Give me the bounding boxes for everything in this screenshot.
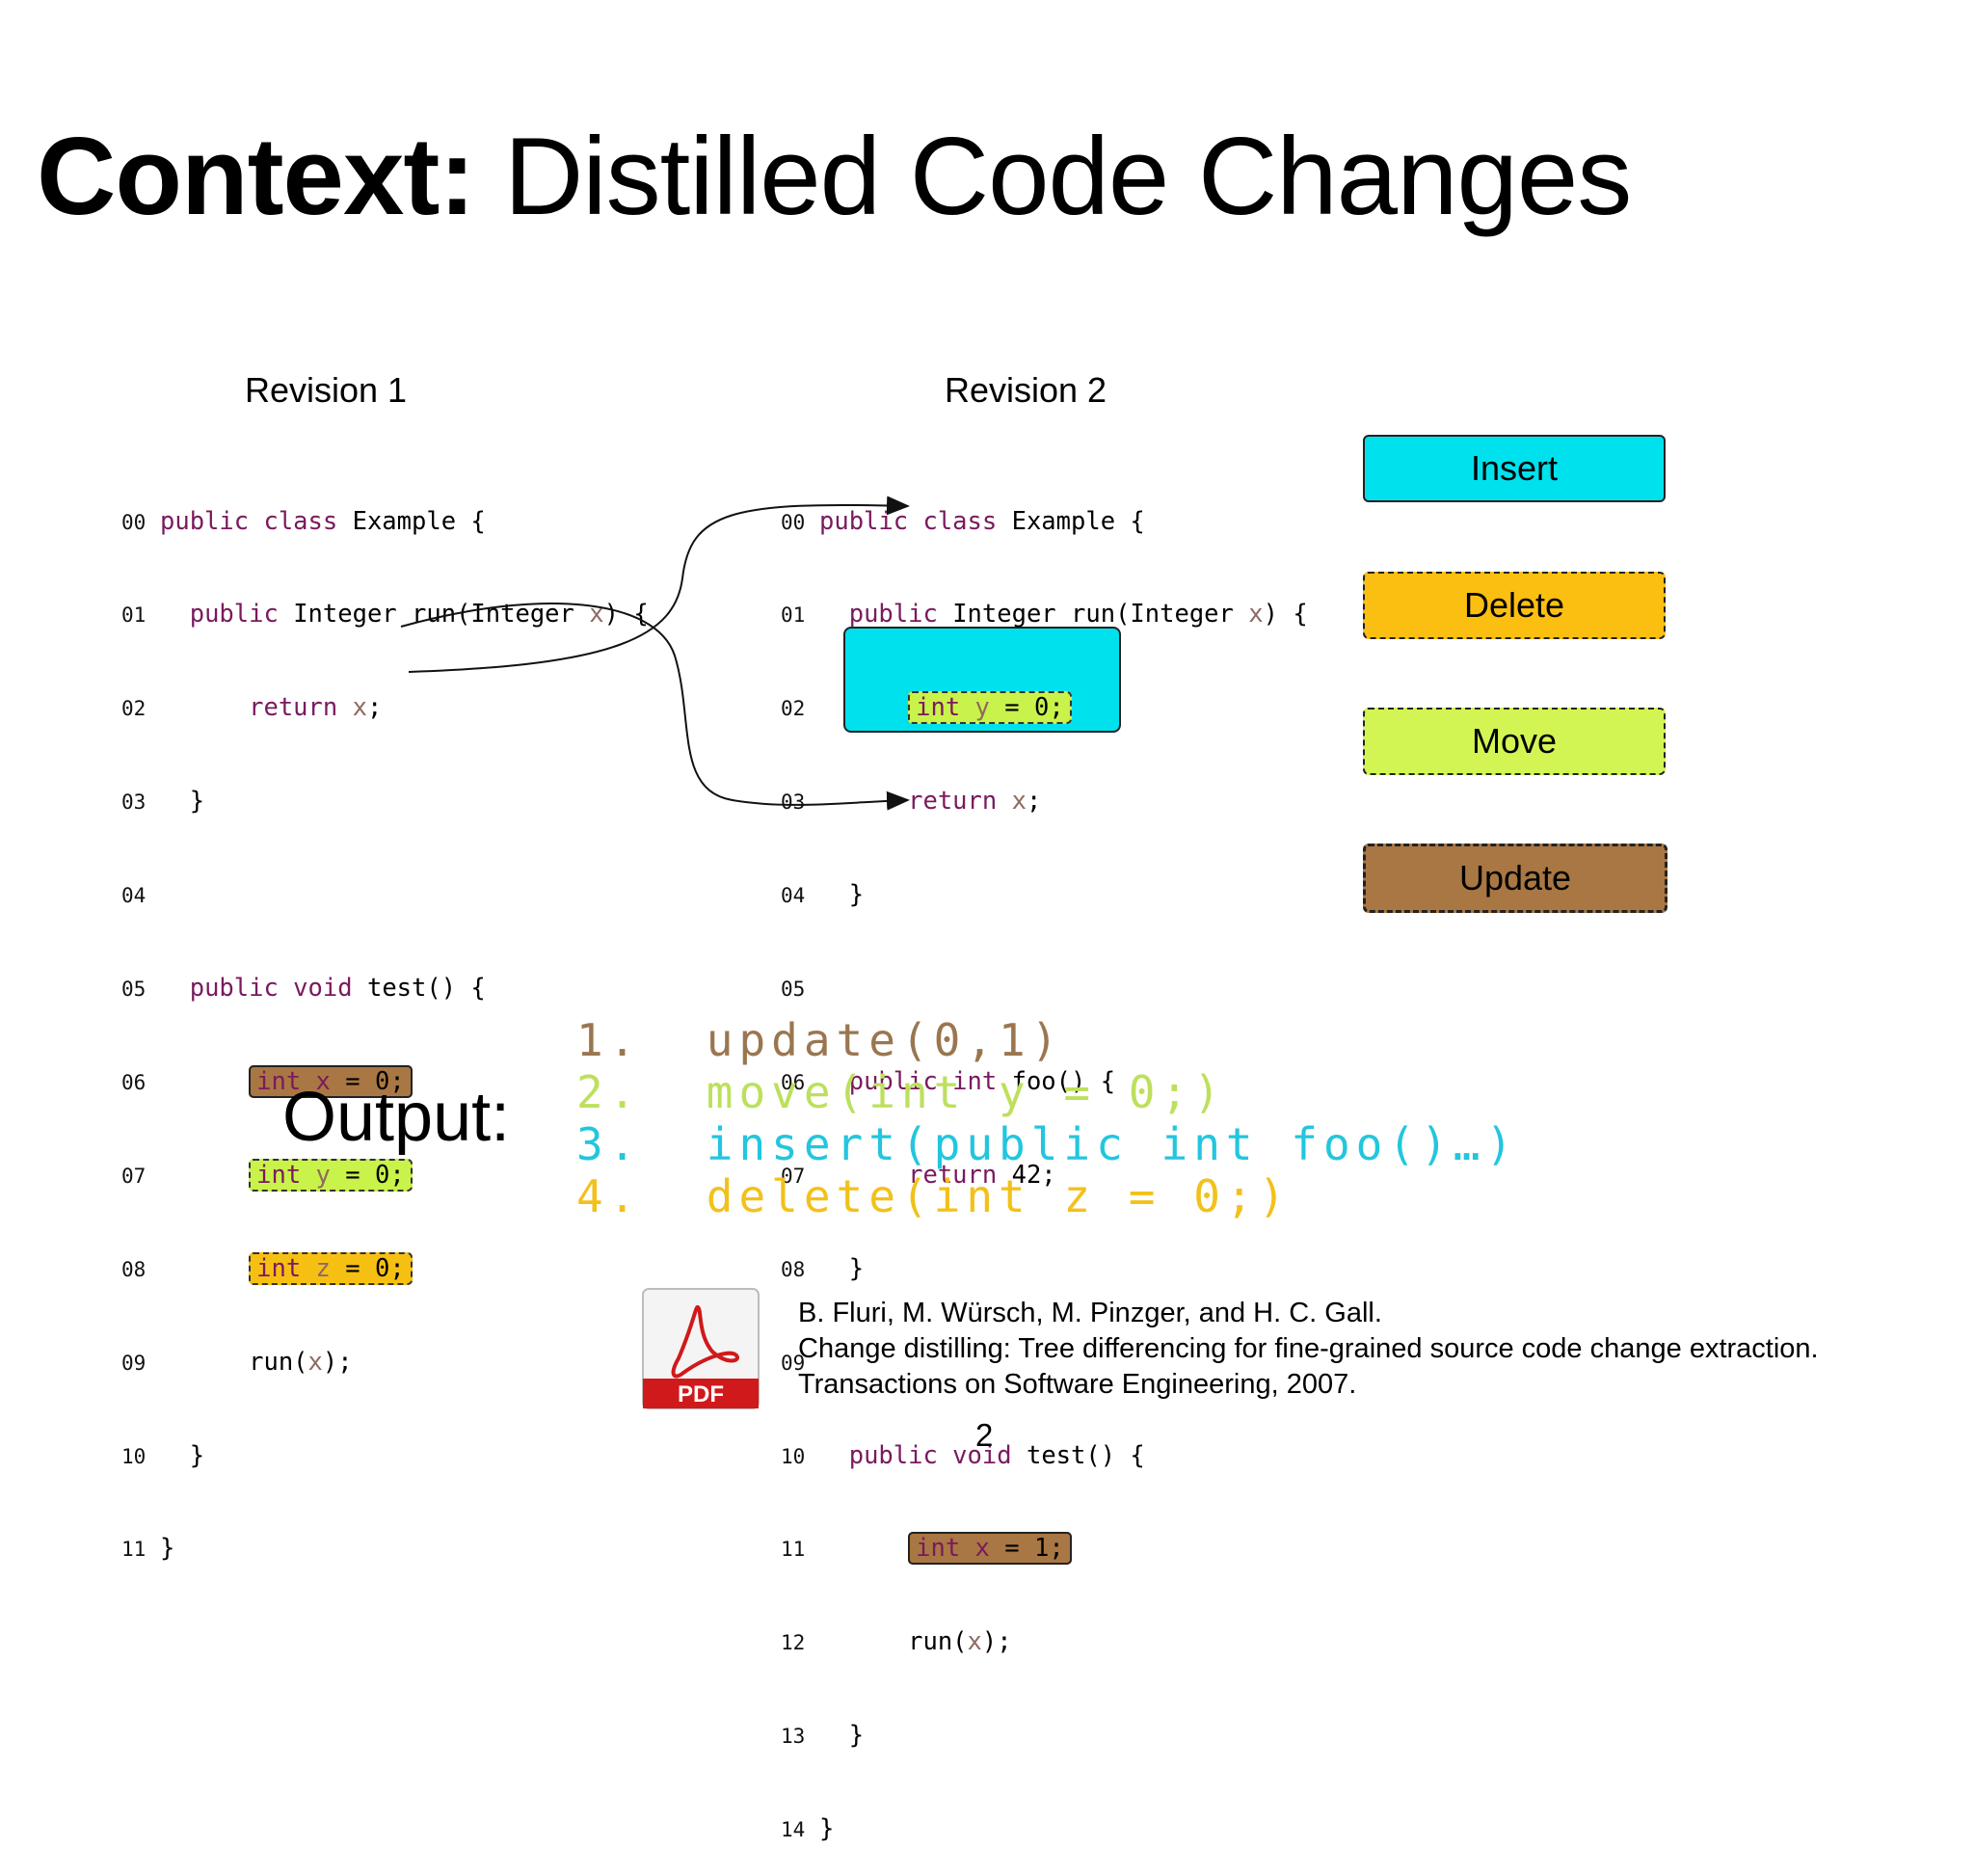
code-line: 07 return 42;	[781, 1160, 1056, 1190]
output-item: 1. update(0,1)	[576, 1014, 1064, 1066]
reference-authors: B. Fluri, M. Würsch, M. Pinzger, and H. …	[798, 1298, 1382, 1328]
update-highlight-new: int x = 1;	[908, 1532, 1072, 1566]
code-line: 01 public Integer run(Integer x) {	[121, 600, 649, 630]
page-number: 2	[975, 1417, 994, 1453]
move-highlight-old: int y = 0;	[249, 1158, 413, 1192]
code-line: 06 public int foo() {	[781, 1066, 1116, 1096]
output-item: 3. insert(public int foo()…)	[576, 1118, 1519, 1170]
code-line: 02 return x;	[121, 693, 383, 723]
code-line: 14}	[781, 1814, 835, 1844]
code-line: 09 run(x);	[121, 1347, 353, 1377]
legend-insert: Insert	[1363, 435, 1666, 502]
reference-title: Change distilling: Tree differencing for…	[798, 1333, 1819, 1364]
code-line: 04	[121, 884, 147, 908]
code-line: 04 }	[781, 880, 865, 910]
delete-highlight: int z = 0;	[249, 1251, 413, 1285]
slide-title: Context: Distilled Code Changes	[37, 114, 1632, 240]
code-line: 08 }	[781, 1253, 865, 1283]
legend-delete: Delete	[1363, 572, 1666, 639]
pdf-icon[interactable]: PDF	[640, 1286, 761, 1411]
code-line: 10 }	[121, 1440, 205, 1470]
code-line: 12 run(x);	[781, 1627, 1012, 1657]
code-line: 01 public Integer run(Integer x) {	[781, 600, 1308, 630]
svg-text:PDF: PDF	[678, 1381, 724, 1407]
code-line: 05 public void test() {	[121, 974, 486, 1004]
output-item: 2. move(int y = 0;)	[576, 1066, 1226, 1118]
legend-update: Update	[1363, 844, 1667, 913]
code-line: 02 int y = 0;	[781, 691, 1308, 725]
code-line: 10 public void test() {	[781, 1440, 1145, 1470]
code-line: 13 }	[781, 1721, 865, 1751]
code-line: 08 int z = 0;	[121, 1251, 649, 1285]
code-line: 07 int y = 0;	[121, 1158, 649, 1192]
legend-move: Move	[1363, 708, 1666, 775]
output-item: 4. delete(int z = 0;)	[576, 1170, 1292, 1222]
title-bold: Context:	[37, 116, 475, 238]
move-highlight-new: int y = 0;	[908, 691, 1072, 725]
code-line: 11}	[121, 1534, 175, 1564]
code-line: 05	[781, 978, 806, 1002]
revision1-label: Revision 1	[245, 370, 408, 410]
title-rest: Distilled Code Changes	[474, 116, 1632, 238]
code-line: 06 int x = 0;	[121, 1064, 649, 1098]
update-highlight-old: int x = 0;	[249, 1064, 413, 1098]
code-line: 03 }	[121, 787, 205, 817]
code-line: 11 int x = 1;	[781, 1532, 1308, 1566]
output-label: Output:	[282, 1079, 511, 1156]
code-line: 09	[781, 1351, 806, 1375]
revision2-label: Revision 2	[945, 370, 1107, 410]
reference-venue: Transactions on Software Engineering, 20…	[798, 1369, 1357, 1400]
code-line: 03 return x;	[781, 787, 1042, 817]
